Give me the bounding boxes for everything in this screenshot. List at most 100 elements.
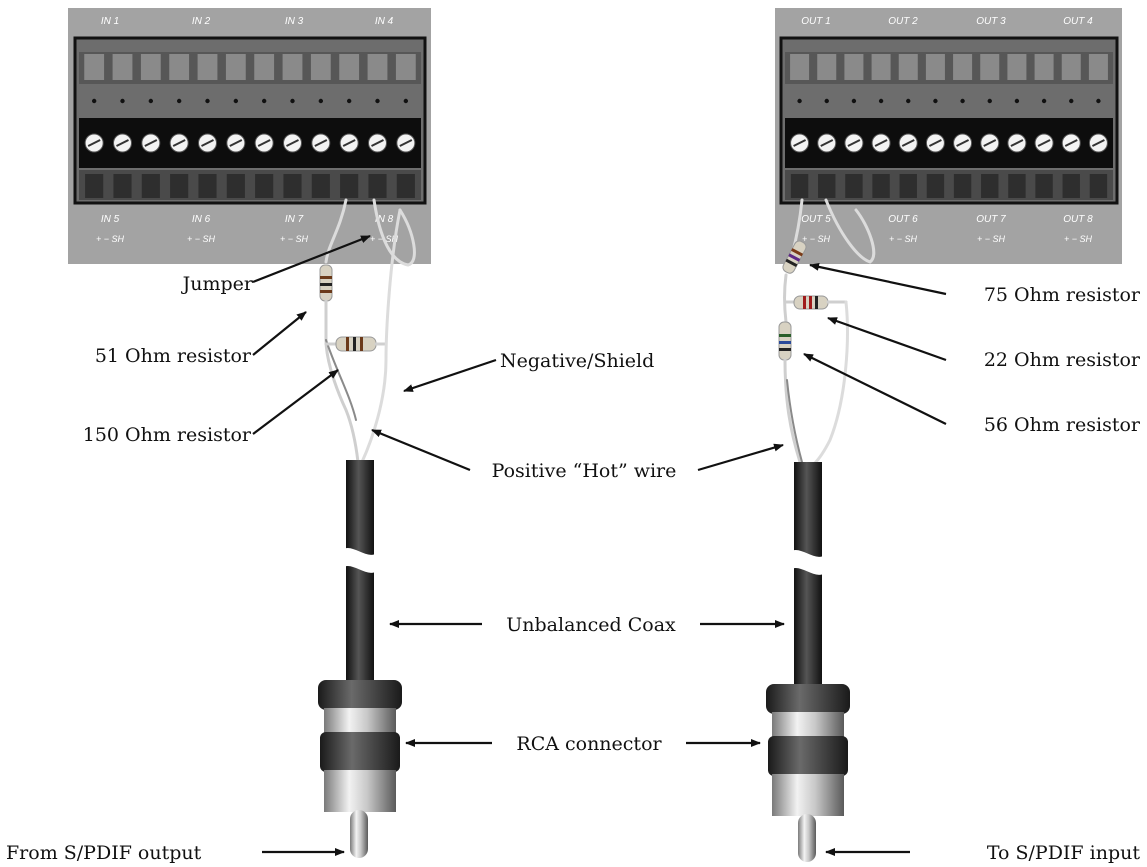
label-from-spdif-output: From S/PDIF output [6, 842, 202, 864]
terminal-hole [346, 98, 352, 104]
right-terminal-row [785, 52, 1113, 84]
label-56-ohm-resistor: 56 Ohm resistor [984, 414, 1141, 436]
left-coax-cable [318, 460, 402, 858]
right-bottom-channel-6: OUT 6 [888, 214, 918, 225]
terminal-slot [844, 54, 864, 80]
terminal-hole [375, 98, 380, 104]
screw-slot [983, 139, 997, 147]
terminal-hole [797, 98, 802, 104]
label-to-spdif-input: To S/PDIF input [987, 842, 1141, 864]
terminal-hole [233, 98, 239, 104]
terminal-hole [261, 98, 267, 104]
right-top-channel-3: OUT 3 [976, 16, 1006, 27]
terminal-slot [112, 54, 133, 80]
left-top-channel-3: IN 3 [285, 16, 304, 27]
terminal-slot [254, 54, 275, 80]
arrow-56-ohm [803, 353, 947, 425]
screw-slot [342, 139, 356, 147]
left-bottom-channel-7: IN 7 [285, 214, 304, 225]
terminal-slot [169, 54, 190, 80]
left-jumper-wire [324, 198, 348, 264]
terminal-slot [1061, 54, 1081, 80]
screw-slot [87, 139, 101, 147]
screw-slot [847, 139, 861, 147]
screw-slot [793, 139, 807, 147]
terminal-hole [148, 98, 154, 104]
label-jumper: Jumper [181, 273, 254, 295]
right-positive-wire [783, 358, 802, 464]
wire-entry [255, 174, 274, 198]
right-top-channel-2: OUT 2 [888, 16, 918, 27]
left-bottom-channel-8: IN 8 [375, 214, 394, 225]
terminal-hole [906, 98, 911, 104]
right-bottom-channel-7: OUT 7 [976, 214, 1006, 225]
left-terminal-block: IN 1 IN 2 IN 3 IN 4 IN 5 IN 6 IN 7 IN 8 … [68, 8, 431, 264]
left-rca-collar [318, 680, 402, 710]
wire-entry [953, 174, 972, 198]
terminal-hole [91, 98, 97, 104]
terminal-hole [403, 98, 409, 104]
left-pin-legend-5: + − SH [96, 234, 125, 244]
terminal-slot [898, 54, 918, 80]
terminal-hole [851, 98, 857, 104]
left-rca-grip [320, 732, 400, 772]
left-bottom-channel-5: IN 5 [101, 214, 120, 225]
wire-entry [283, 174, 302, 198]
arrow-22-ohm [827, 316, 947, 362]
wire-entry [85, 174, 104, 198]
wire-entry [311, 174, 330, 198]
label-negative-shield: Negative/Shield [500, 350, 654, 372]
terminal-slot [339, 54, 360, 80]
wire-entry [141, 174, 160, 198]
right-screw-strip [785, 118, 1113, 168]
arrow-75-ohm [809, 262, 947, 296]
right-pin-legend-7: + − SH [977, 234, 1006, 244]
right-rca-sleeve [772, 712, 844, 738]
terminal-slot [925, 54, 945, 80]
arrow-jumper [252, 234, 371, 284]
right-rca-pin [798, 814, 816, 862]
wire-entry [926, 174, 945, 198]
screw-slot [1091, 139, 1105, 147]
wire-entry [226, 174, 245, 198]
right-cable-break [790, 550, 826, 575]
screw-slot [928, 139, 942, 147]
terminal-hole [960, 98, 965, 104]
screw-slot [144, 139, 158, 147]
arrow-negative-shield [403, 358, 497, 393]
terminal-slot [140, 54, 161, 80]
screw-slot [956, 139, 970, 147]
screw-slot [286, 139, 299, 147]
left-screws [84, 54, 416, 198]
screw-slot [874, 139, 888, 147]
wire-entry [396, 174, 415, 198]
wire-entry [981, 174, 999, 198]
screw-slot [901, 139, 915, 147]
terminal-slot [197, 54, 218, 80]
right-negative-shield-wire [812, 300, 849, 466]
terminal-slot [1088, 54, 1108, 80]
callout-arrows [252, 234, 947, 856]
screw-slot [1037, 139, 1051, 147]
left-bottom-terminals [79, 170, 421, 200]
arrow-150-ohm [252, 369, 339, 435]
terminal-hole [1069, 98, 1074, 104]
screw-slot [314, 139, 328, 147]
screw-slot [1064, 139, 1078, 147]
terminal-slot [871, 54, 891, 80]
label-positive-hot: Positive “Hot” wire [492, 460, 677, 482]
wire-entry [170, 174, 189, 198]
terminal-hole [318, 98, 324, 104]
wire-entry [113, 174, 132, 198]
right-rca-shell [772, 774, 844, 816]
terminal-slot [225, 54, 246, 80]
wire-entry [1035, 174, 1053, 198]
wire-entry [818, 174, 836, 198]
screw-slot [820, 139, 834, 147]
terminal-hole [933, 98, 938, 104]
right-rca-collar [766, 684, 850, 714]
terminal-slot [367, 54, 388, 80]
wire-entry [198, 174, 217, 198]
wire-entry [368, 174, 387, 198]
left-top-channel-4: IN 4 [375, 16, 394, 27]
